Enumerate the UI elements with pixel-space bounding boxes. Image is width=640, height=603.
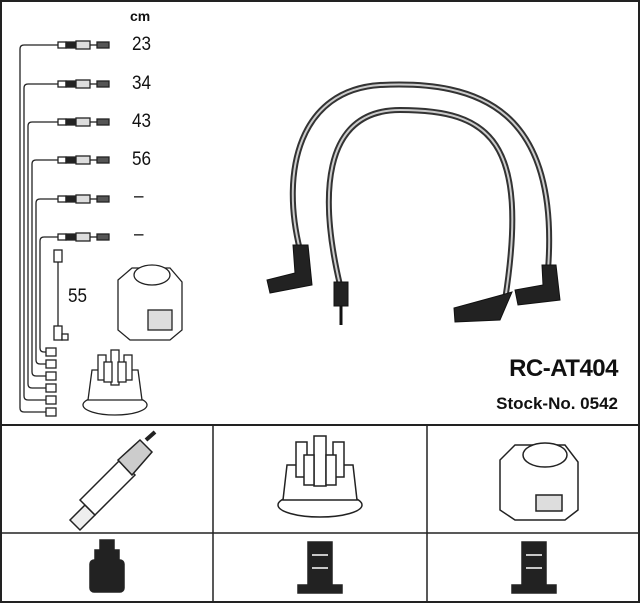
cable-wire	[19, 44, 58, 413]
cable-length-4: 56	[132, 149, 152, 170]
cable-length-6: –	[134, 224, 144, 245]
cable-connector-icon	[45, 232, 110, 357]
cable-wire	[39, 236, 58, 353]
spark-plug-connector-icon	[89, 539, 125, 593]
cable-boots-icon	[266, 244, 561, 325]
distributor-cap-icon	[82, 349, 148, 416]
cable-wire	[27, 121, 58, 389]
cable-wire	[35, 198, 58, 365]
cable-connector-icon	[45, 155, 110, 381]
cable-set-icon	[19, 40, 110, 417]
coil-cable-length: 55	[68, 286, 88, 307]
cable-connector-icon	[45, 194, 110, 369]
length-unit: cm	[130, 8, 151, 24]
stock-number: Stock-No. 0542	[496, 394, 618, 413]
cable-connector-icon	[45, 40, 110, 417]
product-code: RC-AT404	[509, 355, 618, 382]
distributor-connector-icon	[297, 541, 343, 594]
cable-length-2: 34	[132, 73, 152, 94]
cable-connector-icon	[45, 79, 110, 405]
ignition-coil-icon	[117, 264, 183, 341]
coil-connector-icon	[511, 541, 557, 594]
cable-wire	[23, 83, 58, 401]
cable-connector-icon	[45, 117, 110, 393]
distributor-cap-large-icon	[277, 435, 363, 518]
cable-length-3: 43	[132, 111, 152, 132]
ignition-coil-large-icon	[499, 442, 579, 521]
cable-wire	[31, 159, 58, 377]
cable-length-1: 23	[132, 34, 152, 55]
cable-length-5: –	[134, 186, 144, 207]
spark-plug-icon	[68, 430, 157, 532]
coil-cable-icon	[53, 249, 69, 341]
